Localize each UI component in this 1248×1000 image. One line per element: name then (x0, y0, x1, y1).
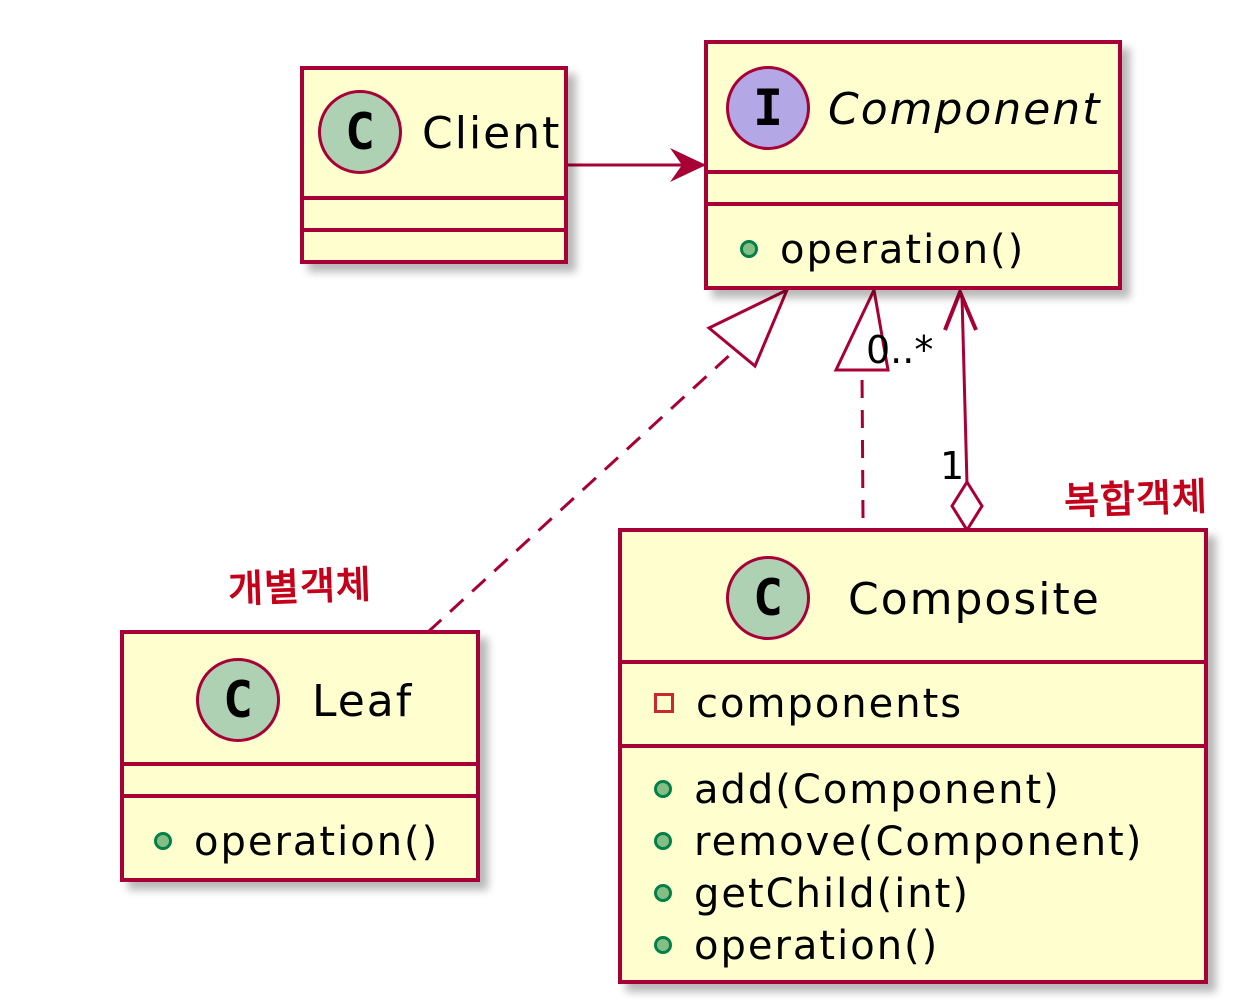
leaf-class[interactable]: C Leaf operation() (120, 630, 480, 882)
divider (622, 660, 1204, 664)
interface-stereotype-icon: I (726, 66, 810, 150)
private-visibility-icon (654, 693, 674, 713)
method-row: operation() (740, 224, 1025, 276)
interface-name: Component (828, 84, 1102, 135)
divider (124, 762, 476, 766)
class-stereotype-icon: C (318, 90, 402, 174)
client-class[interactable]: C Client (300, 66, 568, 264)
aggregation-diamond (950, 479, 984, 533)
public-visibility-icon (654, 936, 672, 954)
leaf-annotation: 개별객체 (227, 562, 373, 612)
method-row: getChild(int) (654, 868, 970, 920)
method-name: operation() (694, 923, 940, 969)
method-name: operation() (780, 227, 1026, 273)
method-name: operation() (194, 819, 440, 865)
composite-annotation: 복합객체 (1063, 474, 1209, 524)
public-visibility-icon (740, 240, 758, 258)
divider (304, 228, 564, 232)
multiplicity-many-label: 0..* (866, 328, 934, 372)
public-visibility-icon (154, 832, 172, 850)
public-visibility-icon (654, 780, 672, 798)
composite-realization (833, 285, 890, 519)
class-name: Client (422, 108, 562, 159)
method-row: remove(Component) (654, 816, 1143, 868)
composite-aggregation (943, 286, 984, 533)
divider (124, 794, 476, 798)
client-component-association (566, 148, 706, 182)
divider (622, 744, 1204, 748)
public-visibility-icon (654, 884, 672, 902)
composite-realization-triangle (833, 285, 890, 372)
public-visibility-icon (654, 832, 672, 850)
field-name: components (696, 681, 964, 727)
method-name: getChild(int) (694, 871, 970, 917)
class-name: Leaf (312, 676, 414, 727)
method-row: add(Component) (654, 764, 1061, 816)
divider (708, 170, 1118, 174)
class-stereotype-icon: C (196, 658, 280, 742)
class-stereotype-icon: C (726, 556, 810, 640)
method-name: remove(Component) (694, 819, 1144, 865)
association-arrowhead (670, 148, 706, 182)
component-interface[interactable]: I Component operation() (704, 40, 1122, 290)
method-row: operation() (654, 920, 939, 972)
composite-class[interactable]: C Composite components add(Component) re… (618, 528, 1208, 984)
method-name: add(Component) (694, 767, 1061, 813)
method-row: operation() (154, 816, 439, 868)
multiplicity-one-label: 1 (940, 444, 965, 488)
field-row: components (654, 678, 963, 730)
aggregation-arrowhead (943, 286, 978, 331)
divider (708, 202, 1118, 206)
class-name: Composite (848, 574, 1101, 625)
leaf-realization (426, 286, 790, 634)
divider (304, 196, 564, 200)
leaf-realization-triangle (706, 286, 790, 369)
